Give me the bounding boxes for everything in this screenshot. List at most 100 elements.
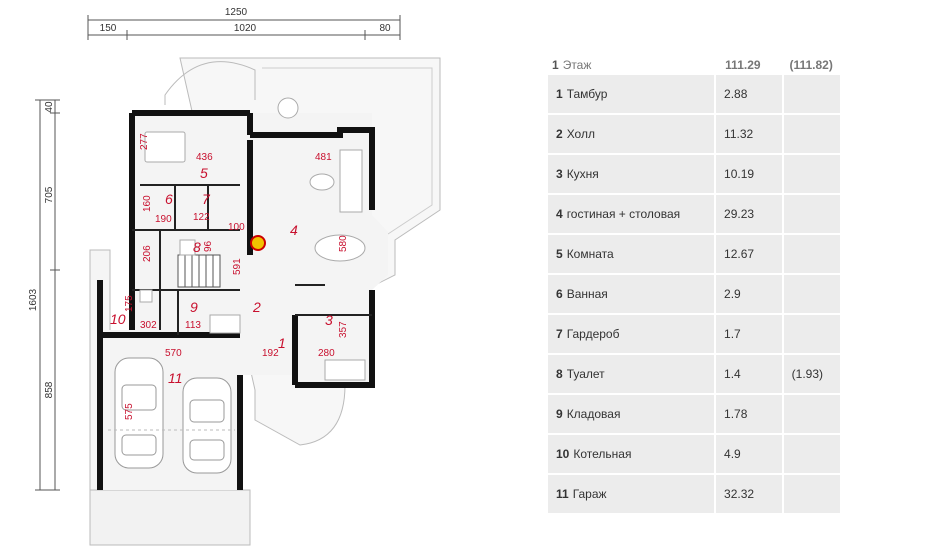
- room-name: гостиная + столовая: [566, 207, 681, 221]
- room-num: 4: [556, 207, 563, 221]
- room-area-alt: [781, 315, 840, 353]
- room-name: Котельная: [573, 447, 632, 461]
- room-dim: 100: [228, 222, 245, 233]
- dim-seg-mid: 1020: [234, 23, 257, 34]
- room-dim: 436: [196, 152, 213, 163]
- room-name: Гардероб: [566, 327, 620, 341]
- floor-area: 111.29: [725, 58, 761, 72]
- room-number: 6: [165, 191, 173, 207]
- row-separator: [548, 433, 840, 435]
- row-separator: [548, 273, 840, 275]
- row-separator: [548, 233, 840, 235]
- terrace-inner: [262, 67, 433, 235]
- interior-floor: [100, 113, 388, 490]
- room-name: Комната: [566, 247, 614, 261]
- floor-area-alt: (111.82): [789, 58, 833, 72]
- room-dim: 591: [232, 258, 243, 275]
- floor-plan: 1250 150 1020 80 1603 40 705 858 277 436…: [28, 7, 441, 546]
- room-num: 8: [556, 367, 563, 381]
- room-dim: 175: [124, 295, 135, 312]
- room-name: Тамбур: [566, 87, 608, 101]
- walls: [97, 110, 375, 490]
- room-area: 1.4: [714, 355, 782, 393]
- room-dim: 113: [185, 320, 201, 331]
- stairs: [177, 254, 221, 288]
- room-num: 2: [556, 127, 563, 141]
- room-num: 7: [556, 327, 563, 341]
- room-area: 32.32: [714, 475, 782, 513]
- room-number: 9: [190, 299, 198, 315]
- car-left-icon: [114, 357, 164, 469]
- room-num: 11: [556, 487, 569, 501]
- dim-total-height: 1603: [28, 288, 39, 311]
- room-name: Кладовая: [566, 407, 621, 421]
- dim-seg-left: 150: [100, 23, 117, 34]
- dim-h-top: 40: [44, 101, 55, 113]
- floor-number: 1: [552, 58, 559, 72]
- room-dim: 580: [338, 235, 349, 252]
- room-dim: 481: [315, 152, 332, 163]
- room-number: 5: [200, 165, 208, 181]
- room-area-alt: (1.93): [781, 355, 840, 393]
- room-number: 2: [252, 299, 261, 315]
- room-area-alt: [781, 155, 840, 193]
- room-num: 5: [556, 247, 563, 261]
- row-separator: [548, 153, 840, 155]
- room-num: 6: [556, 287, 563, 301]
- room-area-alt: [781, 435, 840, 473]
- room-area: 2.9: [714, 275, 782, 313]
- row-separator: [548, 353, 840, 355]
- room-dim: 570: [165, 348, 182, 359]
- room-area: 10.19: [714, 155, 782, 193]
- room-area: 4.9: [714, 435, 782, 473]
- room-name: Гараж: [572, 487, 607, 501]
- room-dim: 160: [142, 195, 153, 212]
- room-area: 1.7: [714, 315, 782, 353]
- row-separator: [548, 473, 840, 475]
- row-separator: [548, 193, 840, 195]
- room-num: 3: [556, 167, 563, 181]
- room-area: 29.23: [714, 195, 782, 233]
- dim-h-mid: 705: [44, 186, 55, 203]
- room-number: 8: [193, 239, 201, 255]
- room-num: 1: [556, 87, 563, 101]
- room-area-alt: [781, 195, 840, 233]
- room-area-alt: [781, 395, 840, 433]
- dim-total-width: 1250: [225, 7, 248, 18]
- room-dim: 190: [155, 214, 172, 225]
- room-number: 11: [168, 370, 183, 386]
- driveway: [89, 489, 251, 546]
- room-dim: 206: [142, 245, 153, 262]
- room-dim: 192: [262, 348, 279, 359]
- room-number: 1: [278, 335, 286, 351]
- room-area-alt: [781, 115, 840, 153]
- room-area-alt: [781, 75, 840, 113]
- room-number: 3: [325, 312, 333, 328]
- car-right-icon: [182, 377, 232, 474]
- row-separator: [548, 393, 840, 395]
- room-area-alt: [781, 275, 840, 313]
- room-dim: 122: [193, 212, 210, 223]
- row-separator: [548, 313, 840, 315]
